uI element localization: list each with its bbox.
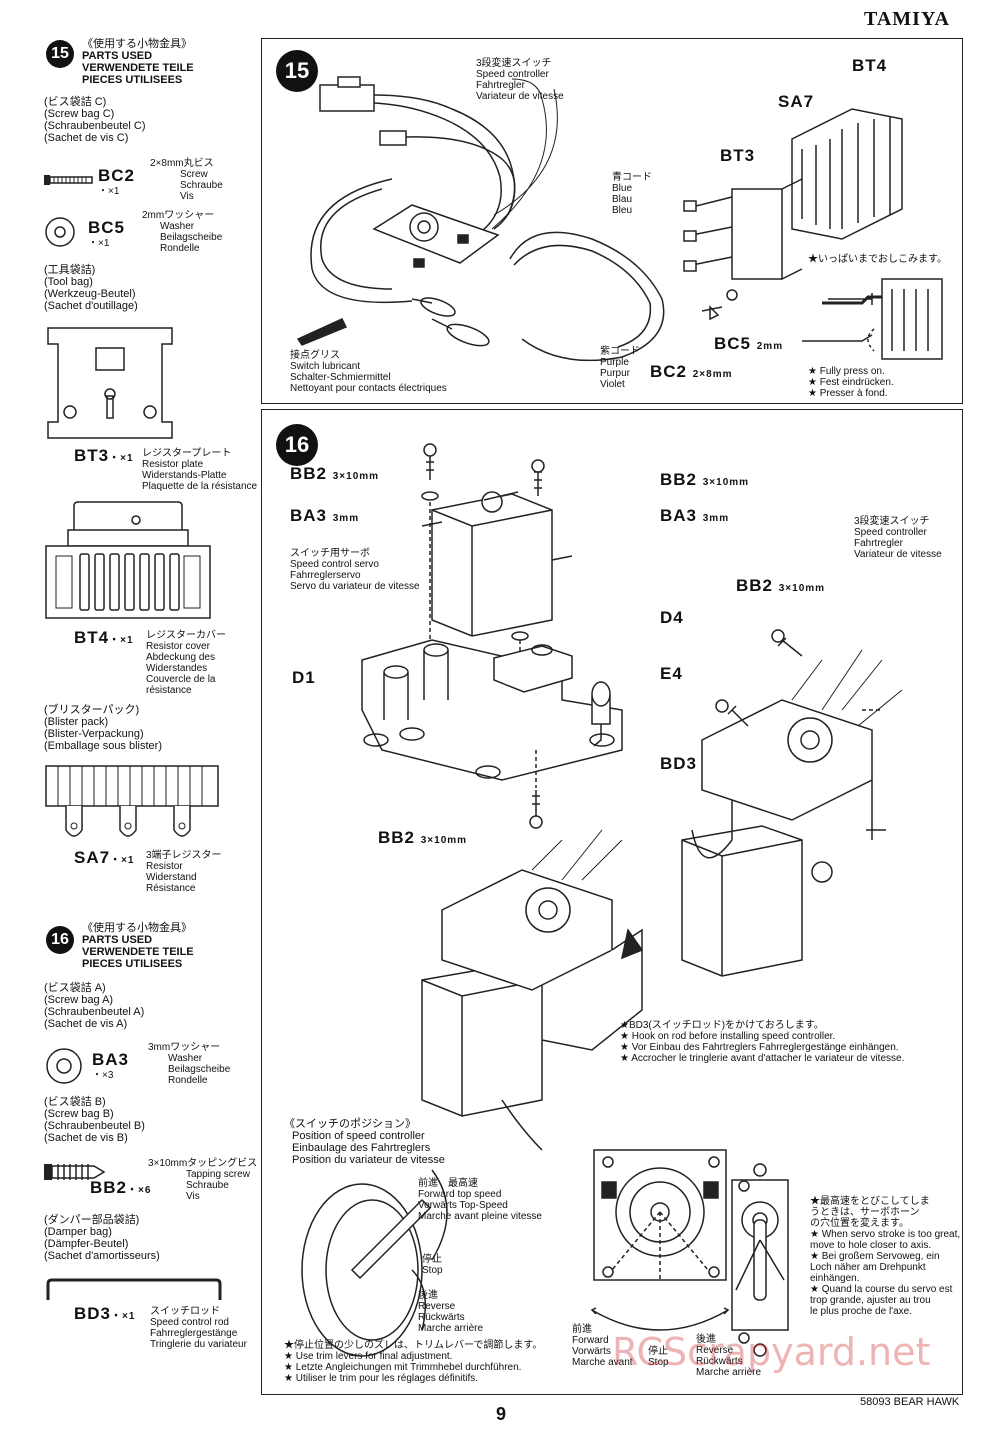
brand-logo: TAMIYA <box>863 8 950 30</box>
ba3-callout-right: BA3 3mm <box>660 506 730 525</box>
bd3-callout: BD3 <box>660 754 698 773</box>
blue-cord-label: 青コード Blue Blau Bleu <box>612 172 652 216</box>
bt4-callout: BT4 <box>852 56 888 75</box>
part-code-ba3: BA3 <box>92 1050 130 1069</box>
bb2-callout-bottom: BB2 3×10mm <box>378 828 468 847</box>
part-qty-bc2: ・×1 <box>98 186 120 197</box>
part-desc-bc2: 2×8mm丸ビス Screw Schraube Vis <box>150 158 223 202</box>
tool-bag-label: (工具袋詰) (Tool bag) (Werkzeug-Beutel) (Sac… <box>44 264 138 312</box>
step-15-badge: 15 <box>46 40 74 68</box>
part-desc-bt3: レジスタープレート Resistor plate Widerstands-Pla… <box>142 448 258 492</box>
washer-icon <box>46 1048 82 1084</box>
screw-bag-b-label: (ビス袋詰 B) (Screw bag B) (Schraubenbeutel … <box>44 1096 145 1144</box>
press-note: ★ Fully press on. ★ Fest eindrücken. ★ P… <box>808 366 894 399</box>
bc2-callout: BC2 2×8mm <box>650 362 733 381</box>
trim-note: ★停止位置の少しのズレは、トリムレバーで調節します。 ★ Use trim le… <box>284 1340 543 1384</box>
bb2-callout-top-right: BB2 3×10mm <box>660 470 750 489</box>
part-desc-bd3: スイッチロッド Speed control rod Fahrreglergest… <box>150 1306 247 1350</box>
step-16-parts-title: 《使用する小物金具》 PARTS USED VERWENDETE TEILE P… <box>82 922 194 970</box>
part-code-bb2: BB2・×6 <box>90 1178 152 1197</box>
part-code-sa7: SA7・×1 <box>74 848 135 867</box>
step-15-parts-title: 《使用する小物金具》 PARTS USED VERWENDETE TEILE P… <box>82 38 194 86</box>
servo-stroke-note: ★最高速をとびこしてしま うときは、サーボホーン の穴位置を変えます。 ★ Wh… <box>810 1196 961 1317</box>
speed-control-rod-icon <box>46 1278 222 1300</box>
forward-top-speed-label: 前進 最高速 Forward top speed Vorwärts Top-Sp… <box>418 1178 542 1222</box>
reverse-label-2: 後進 Reverse Rückwärts Marche arrière <box>696 1334 762 1378</box>
screw-bag-a-label: (ビス袋詰 A) (Screw bag A) (Schraubenbeutel … <box>44 982 145 1030</box>
damper-bag-label: (ダンパー部品袋詰) (Damper bag) (Dämpfer-Beutel)… <box>44 1214 160 1262</box>
reverse-label: 後進 Reverse Rückwärts Marche arrière <box>418 1290 484 1334</box>
part-code-bt3: BT3・×1 <box>74 446 134 465</box>
part-desc-bc5: 2mmワッシャー Washer Beilagscheibe Rondelle <box>142 210 223 254</box>
switch-lubricant-label: 接点グリス Switch lubricant Schalter-Schmierm… <box>290 350 447 394</box>
forward-label: 前進 Forward Vorwärts Marche avant <box>572 1324 633 1368</box>
servo-label: スイッチ用サーボ Speed control servo Fahrreglers… <box>290 548 420 592</box>
step-16-number: 16 <box>276 424 318 466</box>
speed-controller-label: 3段変速スイッチ Speed controller Fahrtregler Va… <box>476 58 564 102</box>
part-desc-sa7: 3端子レジスター Resistor Widerstand Résistance <box>146 850 222 894</box>
bb2-callout-top-left: BB2 3×10mm <box>290 464 380 483</box>
screw-icon <box>44 175 93 185</box>
step-15-panel <box>261 38 963 404</box>
ba3-callout-left: BA3 3mm <box>290 506 360 525</box>
washer-icon <box>45 217 75 247</box>
part-code-bd3: BD3・×1 <box>74 1304 136 1323</box>
press-note-jp: ★いっぱいまでおしこみます。 <box>808 254 947 265</box>
d4-callout: D4 <box>660 608 684 627</box>
part-qty-bc5: ・×1 <box>88 238 110 249</box>
bt3-callout: BT3 <box>720 146 756 165</box>
bc5-callout: BC5 2mm <box>714 334 784 353</box>
part-desc-ba3: 3mmワッシャー Washer Beilagscheibe Rondelle <box>148 1042 231 1086</box>
step-16-panel <box>261 409 963 1395</box>
model-footer: 58093 BEAR HAWK <box>860 1396 960 1408</box>
part-code-bt4: BT4・×1 <box>74 628 134 647</box>
stop-label-2: 停止 Stop <box>648 1346 669 1368</box>
step-16-badge: 16 <box>46 926 74 954</box>
e4-callout: E4 <box>660 664 683 683</box>
sa7-callout: SA7 <box>778 92 815 111</box>
step-15-illustration <box>296 76 943 362</box>
part-code-bc5: BC5 <box>88 218 126 237</box>
purple-cord-label: 紫コード Purple Purpur Violet <box>600 346 640 390</box>
part-qty-ba3: ・×3 <box>92 1070 114 1081</box>
part-desc-bb2: 3×10mmタッピングビス Tapping screw Schraube Vis <box>148 1158 258 1202</box>
tapping-screw-icon <box>44 1164 106 1180</box>
stop-label: 停止 Stop <box>422 1254 443 1276</box>
resistor-icon <box>45 765 219 837</box>
blister-pack-label: (ブリスターパック) (Blister pack) (Blister-Verpa… <box>44 704 162 752</box>
bb2-callout-right: BB2 3×10mm <box>736 576 826 595</box>
switch-position-title: 《スイッチのポジション》 Position of speed controlle… <box>284 1118 445 1166</box>
resistor-cover-icon <box>45 501 211 619</box>
page-number: 9 <box>496 1404 507 1424</box>
watermark: RCScrapyard.net <box>612 1330 931 1374</box>
part-desc-bt4: レジスターカバー Resistor cover Abdeckung des Wi… <box>146 630 226 696</box>
hook-rod-note: ★BD3(スイッチロッド)をかけておろします。 ★ Hook on rod be… <box>620 1020 905 1064</box>
step-15-number: 15 <box>276 50 318 92</box>
speed-controller-label-16: 3段変速スイッチ Speed controller Fahrtregler Va… <box>854 516 942 560</box>
resistor-plate-icon <box>47 327 173 439</box>
screw-bag-c-label: (ビス袋詰 C) (Screw bag C) (Schraubenbeutel … <box>44 96 146 144</box>
part-code-bc2: BC2 <box>98 166 136 185</box>
d1-callout: D1 <box>292 668 316 687</box>
step-16-illustration <box>301 443 903 1357</box>
